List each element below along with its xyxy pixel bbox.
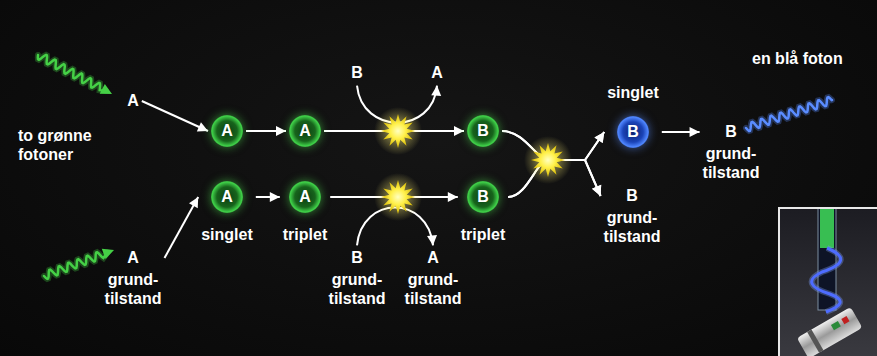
collision-burst (374, 107, 422, 155)
green-photon (44, 249, 114, 279)
molecule-letter: B (467, 115, 499, 147)
molecule-letter: B (351, 248, 363, 267)
laser-pointer (797, 307, 863, 356)
collision-burst (374, 173, 422, 221)
reaction-arrow (142, 101, 208, 131)
excited-molecule-green: B (467, 115, 499, 147)
molecule-label: A (127, 91, 139, 110)
reaction-arrow (502, 131, 601, 196)
molecule-letter: A (427, 248, 439, 267)
reaction-arrow (662, 127, 700, 137)
molecule-letter: A (211, 115, 243, 147)
molecule-letter: B (626, 186, 638, 205)
state-label: triplet (461, 225, 505, 244)
molecule-letter: B (617, 116, 649, 148)
molecule-label: Bgrund- tilstand (604, 186, 661, 246)
state-label: grund- tilstand (703, 144, 760, 182)
molecule-letter: A (289, 181, 321, 213)
blue-spiral (812, 248, 841, 312)
blue-photon (746, 97, 832, 131)
reaction-arrow (256, 192, 280, 202)
molecule-label: Agrund- tilstand (105, 248, 162, 308)
molecule-letter: A (127, 248, 139, 267)
molecule-label: Bgrund- tilstand (703, 122, 760, 182)
excited-molecule-green: A (289, 115, 321, 147)
inset-photo (779, 206, 877, 356)
molecule-label: B (351, 63, 363, 82)
molecule-letter: A (127, 91, 139, 110)
molecule-letter: A (431, 63, 443, 82)
reaction-arrow (508, 132, 604, 197)
molecule-letter: B (351, 63, 363, 82)
excited-molecule-green: Atriplet (283, 181, 327, 244)
reaction-arrow (246, 126, 286, 136)
excited-molecule-blue: singletB (607, 83, 659, 148)
state-label: grund- tilstand (604, 208, 661, 246)
collision-burst (524, 136, 572, 184)
molecule-letter: B (467, 181, 499, 213)
state-label: grund- tilstand (105, 270, 162, 308)
annotation-label: en blå foton (752, 49, 874, 68)
molecule-letter: A (289, 115, 321, 147)
reaction-arrow (165, 197, 199, 258)
molecule-letter: A (211, 181, 243, 213)
blue-spiral-glow (812, 248, 841, 312)
molecule-label: Agrund- tilstand (405, 248, 462, 308)
state-label: triplet (283, 225, 327, 244)
excited-molecule-green: A (211, 115, 243, 147)
molecule-letter: B (725, 122, 737, 141)
excited-molecule-green: Asinglet (201, 181, 253, 244)
photo-frame (779, 208, 877, 356)
state-label: singlet (607, 83, 659, 102)
excited-molecule-green: Btriplet (461, 181, 505, 244)
state-label: singlet (201, 225, 253, 244)
molecule-label: A (431, 63, 443, 82)
green-glow (820, 208, 834, 248)
molecule-label: Bgrund- tilstand (329, 248, 386, 308)
state-label: grund- tilstand (405, 270, 462, 308)
state-label: grund- tilstand (329, 270, 386, 308)
green-photon (38, 55, 112, 94)
annotation-label: to grønne fotoner (18, 126, 130, 164)
